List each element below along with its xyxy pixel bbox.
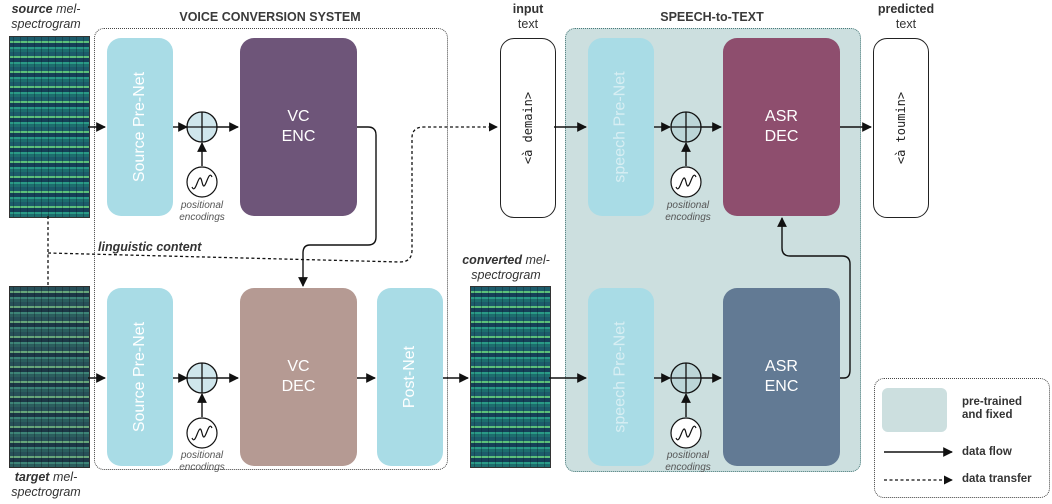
source-spec-label: source mel-spectrogram bbox=[11, 2, 81, 31]
dotted-linguistic-content bbox=[47, 122, 498, 263]
vc-system-title: VOICE CONVERSION SYSTEM bbox=[179, 10, 361, 24]
adder-stt-top bbox=[670, 111, 702, 143]
sine-icon-vc-bottom bbox=[186, 417, 218, 449]
adder-vc-bottom bbox=[186, 362, 218, 394]
source-prenet-top: Source Pre-Net bbox=[107, 38, 173, 216]
target-spec-label: target mel-spectrogram bbox=[11, 470, 81, 499]
converted-spec-label: converted mel-spectrogram bbox=[462, 253, 550, 282]
predicted-text-box: <à toumin> bbox=[873, 38, 929, 218]
arrow-asrenc-to-asrdec bbox=[777, 217, 851, 379]
target-spectrogram bbox=[9, 286, 90, 468]
sine-icon-vc-top bbox=[186, 166, 218, 198]
linguistic-content-label: linguistic content bbox=[98, 240, 202, 254]
adder-vc-top bbox=[186, 111, 218, 143]
legend-data-flow-label: data flow bbox=[962, 446, 1012, 458]
speech-prenet-bottom: speech Pre-Net bbox=[588, 288, 654, 466]
source-spectrogram bbox=[9, 36, 90, 218]
sine-icon-stt-top bbox=[670, 166, 702, 198]
legend-data-transfer-label: data transfer bbox=[962, 473, 1032, 485]
converted-spectrogram bbox=[470, 286, 551, 468]
legend-frame bbox=[874, 378, 1050, 498]
input-text-box: <à demain> bbox=[500, 38, 556, 218]
legend-frozen-swatch bbox=[882, 388, 947, 432]
arrow-vcenc-to-vcdec bbox=[298, 126, 377, 287]
speech-prenet-top: speech Pre-Net bbox=[588, 38, 654, 216]
sine-icon-stt-bottom bbox=[670, 417, 702, 449]
vc-system-frame bbox=[94, 28, 448, 470]
postnet-block: Post-Net bbox=[377, 288, 443, 466]
stt-title: SPEECH-to-TEXT bbox=[660, 10, 764, 24]
source-prenet-bottom: Source Pre-Net bbox=[107, 288, 173, 466]
adder-stt-bottom bbox=[670, 362, 702, 394]
